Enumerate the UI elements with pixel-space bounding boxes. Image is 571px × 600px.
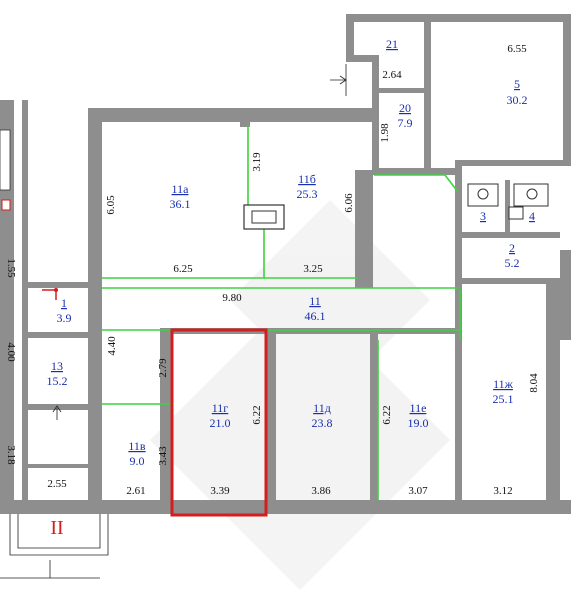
dim-1-98: 1.98 xyxy=(379,123,391,143)
room-1-number: 1 xyxy=(61,296,67,310)
dim-6-25: 6.25 xyxy=(173,263,193,275)
dim-1-55: 1.55 xyxy=(5,258,17,278)
dim-3-18: 3.18 xyxy=(5,445,17,465)
room-11e-area: 19.0 xyxy=(408,416,429,430)
room-1-area: 3.9 xyxy=(57,311,72,325)
room-11-area: 46.1 xyxy=(305,309,326,323)
room-2-area: 5.2 xyxy=(505,256,520,270)
room-21-number: 21 xyxy=(386,37,398,51)
room-20-area: 7.9 xyxy=(398,116,413,130)
room-20-number: 20 xyxy=(399,101,411,115)
watermark xyxy=(150,200,450,590)
dim-8-04: 8.04 xyxy=(528,373,540,393)
dim-9-80: 9.80 xyxy=(222,292,242,304)
fixtures xyxy=(0,64,549,579)
dim-3-43: 3.43 xyxy=(157,446,169,466)
room-13-area: 15.2 xyxy=(47,374,68,388)
highlighted-room-frame xyxy=(170,328,268,517)
dimension-labels: 6.55 2.64 1.98 6.05 3.19 6.06 6.25 3.25 … xyxy=(5,43,540,497)
dim-6-22-a: 6.22 xyxy=(251,405,263,424)
room-11-number: 11 xyxy=(309,294,321,308)
dim-3-19: 3.19 xyxy=(251,152,263,172)
room-11b-number: 11б xyxy=(298,172,316,186)
dim-4-40: 4.40 xyxy=(106,336,118,356)
room-11v-area: 9.0 xyxy=(130,454,145,468)
dim-2-64: 2.64 xyxy=(382,69,402,81)
room-11zh-number: 11ж xyxy=(493,377,514,391)
room-11zh-area: 25.1 xyxy=(493,392,514,406)
room-11g-number: 11г xyxy=(212,401,229,415)
dim-6-22-b: 6.22 xyxy=(381,405,393,424)
room-labels: 21 5 30.2 20 7.9 11а 36.1 11б 25.3 3 4 2… xyxy=(47,37,536,468)
room-11d-number: 11д xyxy=(313,401,331,415)
dim-2-79: 2.79 xyxy=(157,358,169,378)
room-3-number: 3 xyxy=(480,209,486,223)
dim-3-86: 3.86 xyxy=(311,485,331,497)
room-11v-number: 11в xyxy=(128,439,146,453)
room-4-number: 4 xyxy=(529,209,535,223)
room-11d-area: 23.8 xyxy=(312,416,333,430)
dim-2-61: 2.61 xyxy=(126,485,145,497)
dim-4-00: 4.00 xyxy=(5,342,17,362)
dim-3-07: 3.07 xyxy=(408,485,428,497)
room-2-number: 2 xyxy=(509,241,515,255)
dim-6-05: 6.05 xyxy=(105,195,117,215)
room-11g-area: 21.0 xyxy=(210,416,231,430)
room-11a-area: 36.1 xyxy=(170,197,191,211)
dim-3-39: 3.39 xyxy=(210,485,230,497)
room-11e-number: 11е xyxy=(410,401,427,415)
dim-6-55: 6.55 xyxy=(507,43,527,55)
dim-3-25: 3.25 xyxy=(303,263,323,275)
entrance-label: II xyxy=(50,517,63,539)
room-5-area: 30.2 xyxy=(507,93,528,107)
room-11b-area: 25.3 xyxy=(297,187,318,201)
room-5-number: 5 xyxy=(514,77,520,91)
dim-6-06: 6.06 xyxy=(343,193,355,213)
walls xyxy=(0,14,571,514)
dim-3-12: 3.12 xyxy=(493,485,512,497)
room-11a-number: 11а xyxy=(172,182,190,196)
dim-2-55: 2.55 xyxy=(47,478,67,490)
room-13-number: 13 xyxy=(51,359,63,373)
